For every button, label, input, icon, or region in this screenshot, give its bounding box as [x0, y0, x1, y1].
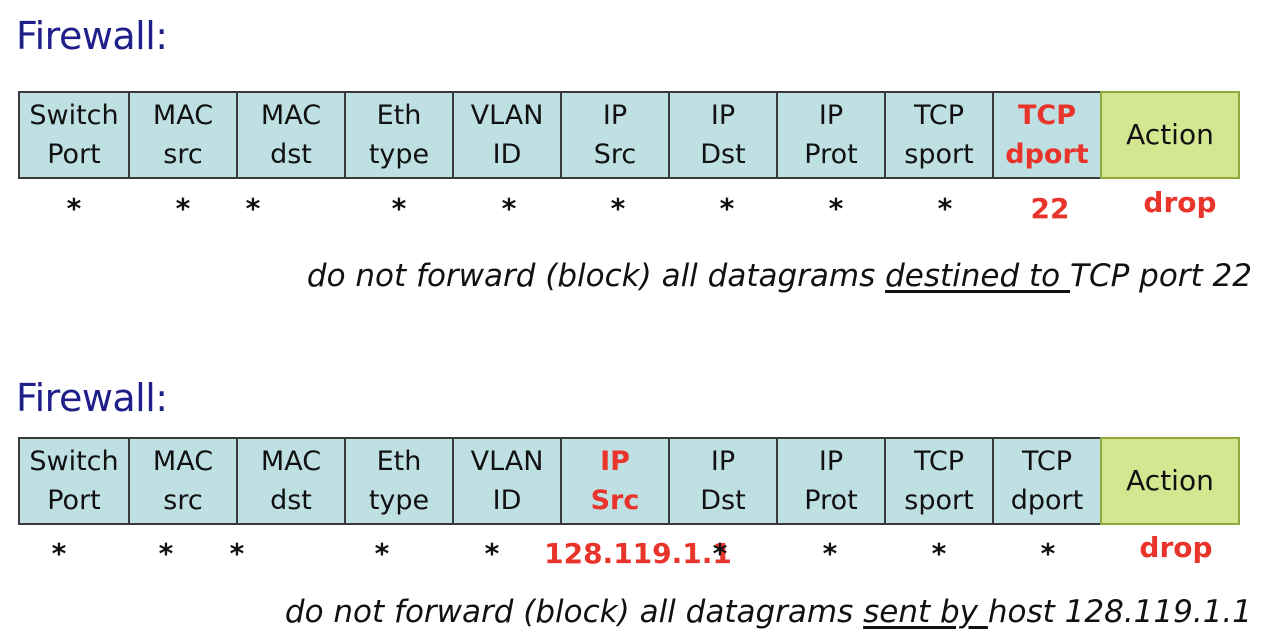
header-text: Src — [593, 139, 637, 170]
header-text: Eth — [376, 99, 422, 131]
match-value-ip-prot: * — [828, 192, 844, 225]
header-text: Dst — [700, 485, 746, 516]
match-value-vlan-id: * — [484, 537, 500, 570]
header-text: dst — [270, 485, 312, 516]
header-text: MAC — [260, 445, 322, 477]
caption-text: host 128.119.1.1 — [987, 594, 1252, 630]
caption-text: TCP port 22 — [1070, 258, 1252, 294]
match-value-ip-src: * — [610, 192, 626, 225]
header-mac-dst: MAC dst — [236, 91, 346, 179]
header-text: TCP — [1021, 445, 1073, 477]
header-text: type — [368, 139, 430, 170]
match-value-switch-port: * — [66, 192, 82, 225]
action-value: drop — [1139, 531, 1213, 564]
header-tcp-dport: TCP dport — [992, 91, 1102, 179]
match-value-eth-type: * — [374, 537, 390, 570]
header-text: type — [368, 485, 430, 516]
match-value-eth-type: * — [391, 192, 407, 225]
caption-emphasis: destined to — [885, 258, 1071, 294]
header-text: Prot — [804, 139, 858, 170]
header-text: Dst — [700, 139, 746, 170]
header-text: dport — [1005, 139, 1089, 170]
header-text: Switch — [29, 99, 119, 131]
header-text: IP — [818, 99, 844, 131]
header-ip-src: IP Src — [560, 437, 670, 525]
header-vlan-id: VLAN ID — [452, 91, 562, 179]
header-tcp-sport: TCP sport — [884, 91, 994, 179]
header-text: src — [163, 485, 203, 516]
header-text: Port — [47, 139, 101, 170]
header-mac-src: MAC src — [128, 437, 238, 525]
header-text: IP — [818, 445, 844, 477]
caption-text: do not forward (block) all datagrams — [284, 594, 864, 630]
header-text: Src — [590, 485, 640, 516]
header-text: ID — [492, 485, 522, 516]
match-value-tcp-dport: 22 — [1030, 192, 1070, 225]
header-text: Switch — [29, 445, 119, 477]
header-text: MAC — [152, 99, 214, 131]
header-text: TCP — [913, 445, 965, 477]
caption-text: do not forward (block) all datagrams — [306, 258, 886, 294]
header-mac-src: MAC src — [128, 91, 238, 179]
match-value-vlan-id: * — [501, 192, 517, 225]
header-text: Port — [47, 485, 101, 516]
header-action: Action — [1100, 437, 1240, 525]
header-ip-prot: IP Prot — [776, 91, 886, 179]
header-text: ID — [492, 139, 522, 170]
header-text: TCP — [913, 99, 965, 131]
header-text: IP — [602, 99, 628, 131]
header-ip-prot: IP Prot — [776, 437, 886, 525]
header-ip-dst: IP Dst — [668, 437, 778, 525]
match-value-mac-dst: * — [229, 537, 245, 570]
match-value-mac-src: * — [158, 537, 174, 570]
panel-1-caption: do not forward (block) all datagrams des… — [307, 258, 1252, 294]
header-text: src — [163, 139, 203, 170]
match-value-mac-src: * — [175, 192, 191, 225]
header-eth-type: Eth type — [344, 91, 454, 179]
header-mac-dst: MAC dst — [236, 437, 346, 525]
header-text: IP — [600, 445, 630, 477]
match-value-ip-src: 128.119.1.1 — [544, 537, 732, 570]
header-text: VLAN — [470, 445, 544, 477]
header-tcp-sport: TCP sport — [884, 437, 994, 525]
match-value-tcp-sport: * — [937, 192, 953, 225]
header-text: Prot — [804, 485, 858, 516]
header-text: TCP — [1017, 99, 1077, 131]
header-eth-type: Eth type — [344, 437, 454, 525]
panel-2-heading: Firewall: — [16, 376, 168, 420]
caption-emphasis: sent by — [863, 594, 988, 630]
match-value-ip-dst: * — [712, 537, 728, 570]
header-text: VLAN — [470, 99, 544, 131]
match-value-mac-dst: * — [245, 192, 261, 225]
header-text: Action — [1126, 463, 1214, 497]
header-text: IP — [710, 445, 736, 477]
match-value-tcp-sport: * — [931, 537, 947, 570]
header-text: Action — [1126, 117, 1214, 151]
match-value-ip-dst: * — [719, 192, 735, 225]
header-text: MAC — [260, 99, 322, 131]
header-action: Action — [1100, 91, 1240, 179]
header-text: sport — [904, 485, 974, 516]
match-value-ip-prot: * — [822, 537, 838, 570]
header-text: dst — [270, 139, 312, 170]
header-text: MAC — [152, 445, 214, 477]
action-value: drop — [1143, 186, 1217, 219]
header-ip-src: IP Src — [560, 91, 670, 179]
match-value-switch-port: * — [51, 537, 67, 570]
panel-1-heading: Firewall: — [16, 14, 168, 58]
header-vlan-id: VLAN ID — [452, 437, 562, 525]
match-value-tcp-dport: * — [1040, 537, 1056, 570]
header-ip-dst: IP Dst — [668, 91, 778, 179]
header-text: Eth — [376, 445, 422, 477]
header-text: dport — [1010, 485, 1084, 516]
header-text: sport — [904, 139, 974, 170]
header-tcp-dport: TCP dport — [992, 437, 1102, 525]
header-text: IP — [710, 99, 736, 131]
panel-2-caption: do not forward (block) all datagrams sen… — [285, 594, 1252, 630]
